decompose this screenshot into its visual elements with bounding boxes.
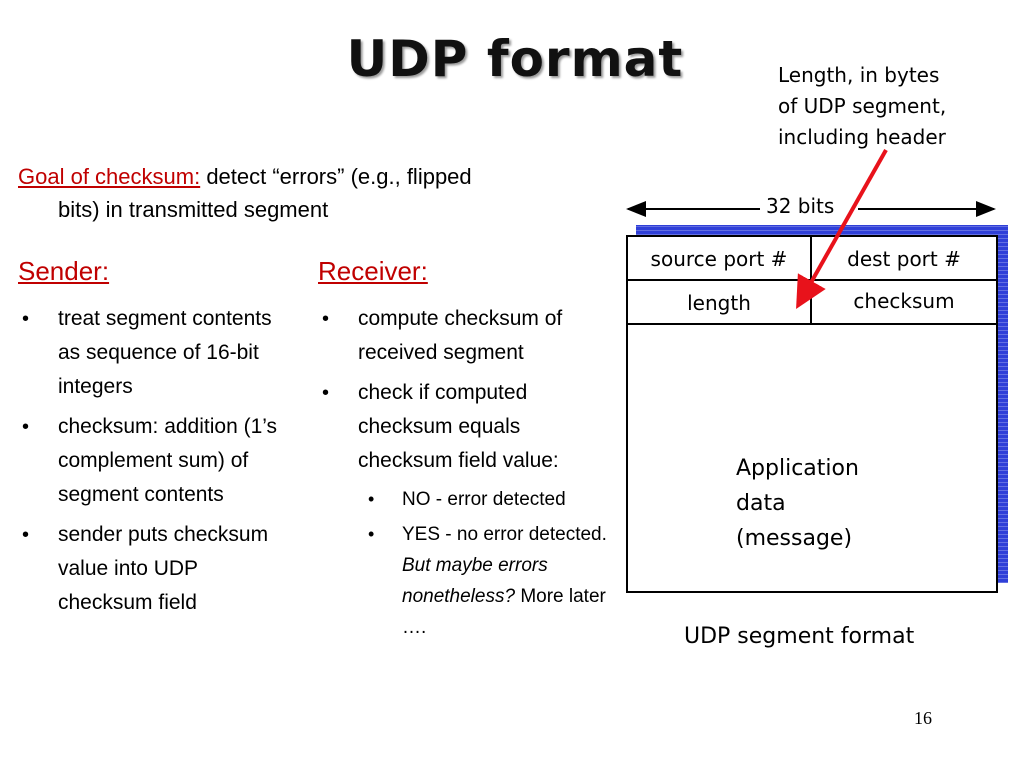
list-item: • treat segment contents as sequence of 1… <box>18 302 298 404</box>
sub-bullet-yes-italic: But maybe errors nonetheless? <box>402 555 548 607</box>
length-field: length <box>628 281 812 325</box>
sender-bullet-text: checksum: addition (1’s complement sum) … <box>58 415 278 506</box>
callout-line: of UDP segment, <box>778 94 947 118</box>
diagram-caption: UDP segment format <box>684 624 915 649</box>
bullet-icon: • <box>22 308 30 330</box>
receiver-bullet-text: compute checksum of received segment <box>358 307 563 364</box>
list-item: • compute checksum of received segment <box>318 302 608 370</box>
bullet-icon: • <box>322 308 330 330</box>
sub-bullet-yes-more: More later …. <box>402 586 606 638</box>
page-number: 16 <box>914 708 932 728</box>
list-item: • NO - error detected <box>358 484 608 515</box>
width-label: 32 bits <box>762 194 839 218</box>
callout-arrow <box>796 149 888 309</box>
goal-text-line2: bits) in transmitted segment <box>58 197 329 222</box>
list-item: • YES - no error detected. But maybe erro… <box>358 519 608 643</box>
length-callout: Length, in bytes of UDP segment, includi… <box>778 60 1008 153</box>
checksum-field: checksum <box>812 281 996 325</box>
sender-bullet-text: sender puts checksum value into UDP chec… <box>58 523 269 614</box>
receiver-bullet-list: • compute checksum of received segment • c… <box>318 302 608 649</box>
list-item: • checksum: addition (1’s complement sum)… <box>18 410 298 512</box>
callout-line: Length, in bytes <box>778 63 940 87</box>
payload-field: Application data (message) <box>736 451 936 556</box>
bullet-icon: • <box>368 524 375 544</box>
goal-statement: Goal of checksum: detect “errors” (e.g.,… <box>18 160 598 226</box>
callout-line: including header <box>778 125 946 149</box>
bullet-icon: • <box>22 524 30 546</box>
goal-label: Goal of checksum: <box>18 164 201 189</box>
bullet-icon: • <box>368 489 375 509</box>
bullet-icon: • <box>322 382 330 404</box>
sender-heading: Sender: <box>18 256 110 286</box>
source-port-field: source port # <box>628 237 812 281</box>
dest-port-field: dest port # <box>812 237 996 281</box>
receiver-bullet-text: check if computed checksum equals checks… <box>358 381 559 472</box>
payload-line: data <box>736 491 786 516</box>
slide-title: UDP format <box>346 30 684 88</box>
receiver-heading: Receiver: <box>318 256 428 286</box>
payload-line: Application <box>736 456 859 481</box>
sender-bullet-text: treat segment contents as sequence of 16… <box>58 307 272 398</box>
sender-bullet-list: • treat segment contents as sequence of 1… <box>18 302 298 626</box>
goal-text-line1: detect “errors” (e.g., flipped <box>206 164 472 189</box>
list-item: • sender puts checksum value into UDP che… <box>18 518 298 620</box>
list-item: • check if computed checksum equals check… <box>318 376 608 643</box>
sub-bullet-no: NO - error detected <box>402 489 566 510</box>
receiver-sub-list: • NO - error detected • YES - no error det… <box>358 484 608 643</box>
sub-bullet-yes: YES - no error detected. <box>402 524 607 545</box>
payload-line: (message) <box>736 526 853 551</box>
bullet-icon: • <box>22 416 30 438</box>
